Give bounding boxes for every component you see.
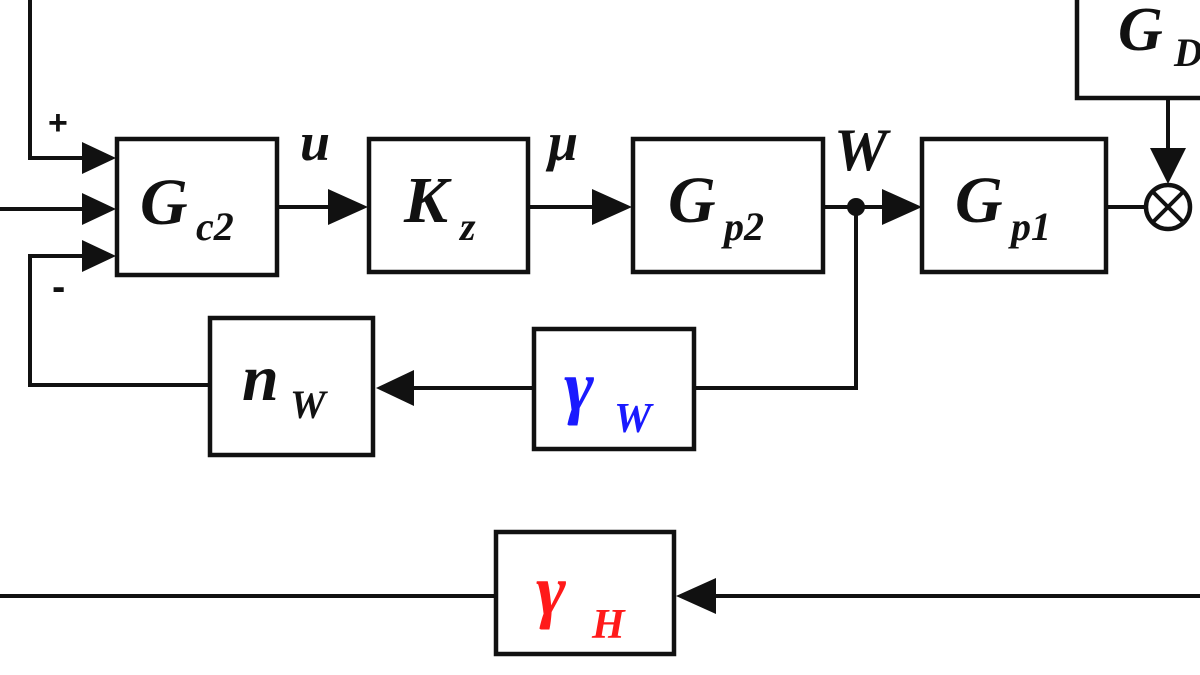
block-gp2-sub: p2 <box>721 204 764 249</box>
block-gp1-main: G <box>955 164 1003 237</box>
block-gp1-sub: p1 <box>1008 204 1051 249</box>
arrowhead-gp2 <box>592 189 632 225</box>
pickoff-dot <box>847 198 865 216</box>
wire-w-pickoff <box>695 207 858 390</box>
block-nw-sub: W <box>290 382 328 427</box>
arrowhead-gammah <box>676 578 716 614</box>
block-gc2-main: G <box>140 166 188 239</box>
wire-nw-feedback <box>28 254 210 387</box>
block-gamma-w-sub: W <box>614 396 654 442</box>
arrowhead-kz <box>328 189 368 225</box>
wire-top-feedback <box>28 0 88 160</box>
summing-junction <box>1143 182 1193 232</box>
arrowhead-gp1 <box>882 189 922 225</box>
block-gp1: G p1 <box>919 136 1109 275</box>
arrowhead-gd-sum <box>1150 148 1186 184</box>
block-gd: G D <box>1074 0 1200 101</box>
block-gd-sub: D <box>1173 30 1200 75</box>
block-gamma-h-sub: H <box>591 602 626 648</box>
block-gamma-w: γ W <box>531 326 697 452</box>
block-nw: n W <box>207 315 376 458</box>
block-kz: K z <box>366 136 531 275</box>
signal-w-label: W <box>834 117 891 183</box>
arrowhead-plus-input <box>82 142 116 174</box>
block-gp2: G p2 <box>630 136 826 275</box>
block-gc2: G c2 <box>114 136 280 278</box>
block-gc2-sub: c2 <box>196 204 234 249</box>
plus-sign: + <box>48 104 68 142</box>
block-kz-main: K <box>403 164 452 237</box>
arrowhead-left-input <box>82 193 116 225</box>
signal-mu-label: μ <box>545 112 578 172</box>
block-gamma-h-main: γ <box>536 550 566 630</box>
block-gp2-main: G <box>668 164 716 237</box>
block-kz-sub: z <box>458 204 476 249</box>
block-gamma-h: γ H <box>493 529 677 657</box>
block-gamma-w-main: γ <box>564 346 594 426</box>
signal-u-label: u <box>300 112 330 172</box>
minus-sign: - <box>52 265 65 309</box>
block-gd-main: G <box>1118 0 1163 64</box>
arrowhead-nw <box>376 370 414 406</box>
block-nw-main: n <box>242 342 279 415</box>
arrowhead-minus-input <box>82 240 116 272</box>
